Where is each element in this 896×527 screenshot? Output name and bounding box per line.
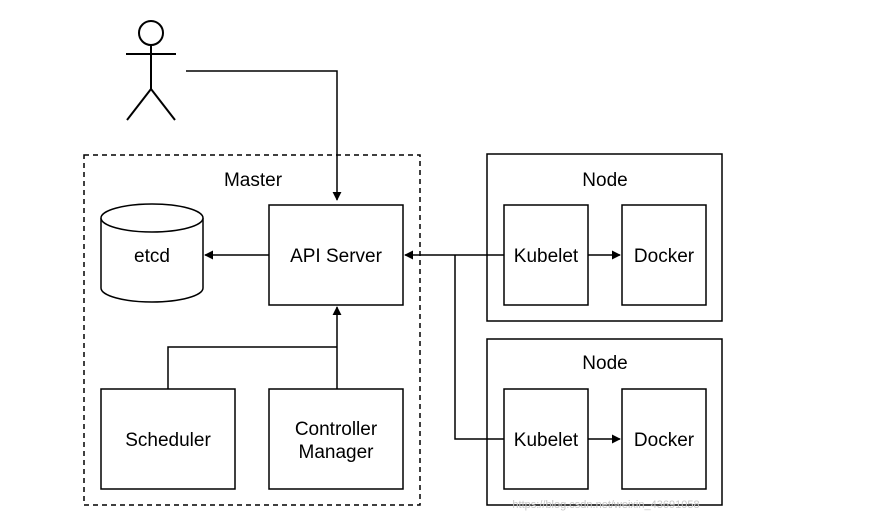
- node-1-label: Node: [582, 170, 627, 191]
- etcd-database: etcd: [100, 203, 204, 303]
- master-label: Master: [224, 170, 283, 191]
- scheduler-label: Scheduler: [125, 430, 211, 451]
- node-2-kubelet-label: Kubelet: [514, 430, 579, 451]
- api-server-box: [268, 204, 404, 306]
- node-1-kubelet-label: Kubelet: [514, 246, 579, 267]
- node-1-kubelet-box: [503, 204, 589, 306]
- api-server-label: API Server: [290, 246, 383, 267]
- node-2-label: Node: [582, 353, 627, 374]
- user-to-api-arrow: [186, 70, 342, 201]
- kubelet-2-to-api-connector: [454, 255, 504, 440]
- controller-manager-label-line1: Controller: [295, 419, 378, 440]
- node-1-docker-box: [621, 204, 707, 306]
- controller-manager-box: [268, 388, 404, 490]
- node-2-kubelet-box: [503, 388, 589, 490]
- node-2-docker-label: Docker: [634, 430, 695, 451]
- scheduler-to-api-connector: [167, 346, 337, 389]
- watermark-text: https://blog.csdn.net/weixin_43691058: [512, 499, 699, 511]
- node-2-docker-box: [621, 388, 707, 490]
- etcd-label: etcd: [134, 246, 170, 267]
- node-1-docker-label: Docker: [634, 246, 695, 267]
- user-actor-icon: [126, 20, 176, 121]
- master-container: [83, 154, 421, 506]
- controller-manager-label-line2: Manager: [299, 442, 375, 463]
